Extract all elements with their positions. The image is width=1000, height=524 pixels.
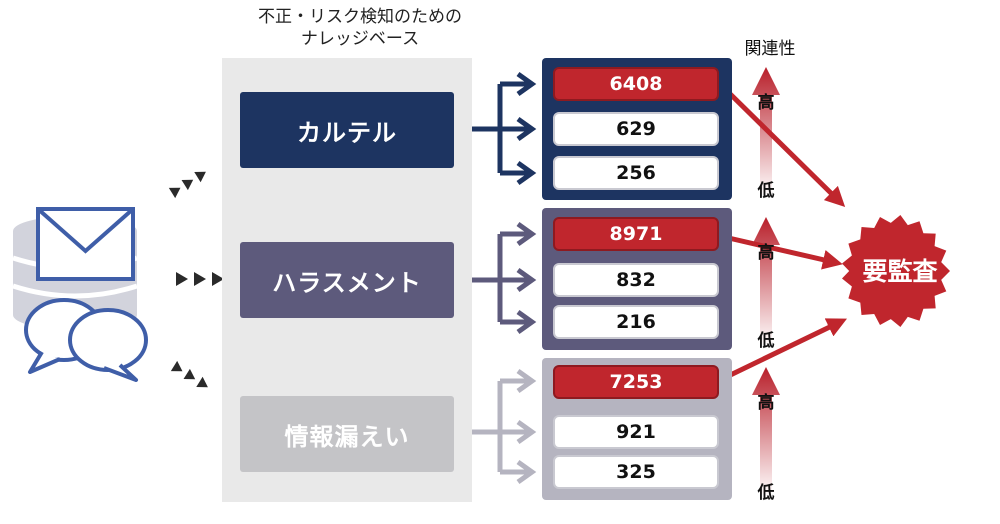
score-top: 7253 <box>553 365 719 399</box>
category-info-leak: 情報漏えい <box>240 396 454 472</box>
flow-chevrons <box>168 171 224 388</box>
chat-bubble-icon <box>24 298 148 382</box>
category-harassment: ハラスメント <box>240 242 454 318</box>
score-top: 8971 <box>553 217 719 251</box>
score-value: 325 <box>553 455 719 489</box>
branch-connector-3 <box>456 368 537 485</box>
mail-icon <box>36 207 135 281</box>
relevance-arrow-3 <box>752 367 780 496</box>
relevance-label: 関連性 <box>744 39 796 59</box>
relevance-low-label: 低 <box>757 331 775 351</box>
knowledge-base-title: 不正・リスク検知のための ナレッジベース <box>230 6 490 50</box>
audit-required-label: 要監査 <box>862 257 938 286</box>
score-value: 921 <box>553 415 719 449</box>
score-value: 256 <box>553 156 719 190</box>
relevance-high-label: 高 <box>757 243 775 263</box>
audit-starburst <box>842 215 950 327</box>
category-cartel: カルテル <box>240 92 454 168</box>
score-top: 6408 <box>553 67 719 101</box>
score-value: 629 <box>553 112 719 146</box>
knowledge-base-title-line1: 不正・リスク検知のための <box>258 7 462 27</box>
relevance-high-label: 高 <box>757 393 775 413</box>
score-value: 832 <box>553 263 719 297</box>
relevance-low-label: 低 <box>757 181 775 201</box>
relevance-arrow-2 <box>752 217 780 346</box>
audit-arrows <box>718 82 848 383</box>
knowledge-base-title-line2: ナレッジベース <box>300 29 420 49</box>
relevance-high-label: 高 <box>757 93 775 113</box>
branch-connector-1 <box>456 71 537 186</box>
relevance-low-label: 低 <box>757 483 775 503</box>
score-value: 216 <box>553 305 719 339</box>
